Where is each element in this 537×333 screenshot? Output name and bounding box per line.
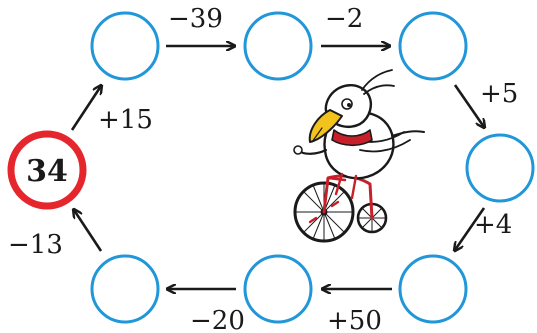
op-label-plus15: +15 <box>98 105 153 135</box>
op-label-minus39: −39 <box>168 4 223 34</box>
op-label-plus5: +5 <box>480 79 518 109</box>
arrow-start-to-1 <box>72 86 101 130</box>
answer-circle-1[interactable] <box>92 13 158 79</box>
start-value: 34 <box>26 154 68 189</box>
bird-on-bicycle-illustration <box>294 70 424 241</box>
answer-circle-2[interactable] <box>245 13 311 79</box>
op-label-minus2: −2 <box>325 4 363 34</box>
start-node: 34 <box>11 134 83 206</box>
op-label-plus50: +50 <box>327 306 382 333</box>
answer-circle-7[interactable] <box>92 256 158 322</box>
answer-circle-4[interactable] <box>467 135 533 201</box>
op-label-minus13: −13 <box>8 230 63 260</box>
op-label-minus20: −20 <box>190 306 245 333</box>
op-label-plus4: +4 <box>474 210 512 240</box>
arrow-7-to-start <box>74 210 101 251</box>
answer-circle-5[interactable] <box>400 256 466 322</box>
answer-circle-6[interactable] <box>245 256 311 322</box>
answer-circle-3[interactable] <box>400 13 466 79</box>
